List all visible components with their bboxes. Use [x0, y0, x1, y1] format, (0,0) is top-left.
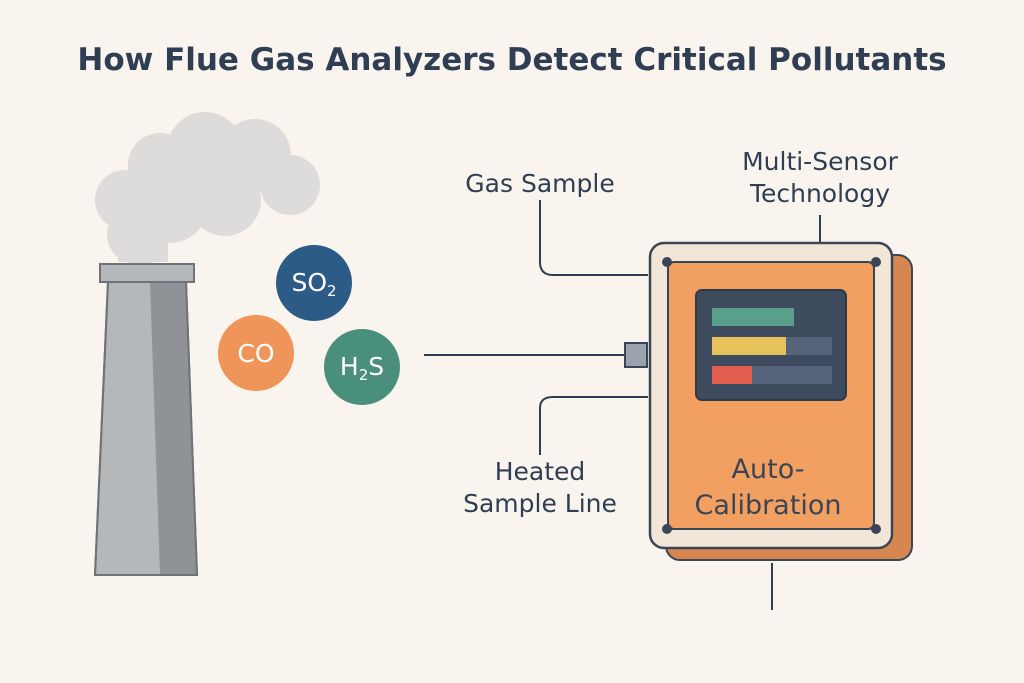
auto-line2: Calibration: [694, 490, 842, 521]
co-bubble: [218, 315, 294, 391]
screw-icon: [871, 524, 881, 534]
so2-bubble: [276, 245, 352, 321]
so2-label: SO2: [291, 268, 337, 300]
gas-sample-leader: [539, 200, 648, 276]
h2s-label: H2S: [339, 352, 385, 384]
screw-icon: [871, 257, 881, 267]
smoke-cloud-icon: [95, 112, 320, 272]
display-bar: [712, 366, 752, 384]
gas-sample-label: Gas Sample: [465, 169, 615, 198]
screw-icon: [662, 257, 672, 267]
heated-line2: Sample Line: [463, 489, 617, 518]
display-bar: [712, 337, 786, 355]
multi-sensor-line2: Technology: [749, 179, 891, 208]
callout-lines: [424, 200, 821, 610]
analyzer-device-icon: [624, 241, 913, 561]
display-bar: [712, 308, 794, 326]
screw-icon: [662, 524, 672, 534]
sample-port: [624, 342, 648, 368]
heated-line-leader: [539, 396, 648, 455]
h2s-bubble: [324, 329, 400, 405]
auto-calibration-label: Auto- Calibration: [668, 452, 868, 524]
multi-sensor-line1: Multi-Sensor: [742, 147, 898, 176]
multi-sensor-label: Multi-Sensor Technology: [715, 146, 925, 210]
display-bars: [712, 308, 832, 384]
auto-line1: Auto-: [731, 454, 805, 485]
co-label: CO: [237, 339, 275, 368]
heated-sample-line-label: Heated Sample Line: [430, 456, 650, 520]
smokestack-icon: [93, 263, 199, 576]
heated-line1: Heated: [494, 457, 586, 486]
page-title: How Flue Gas Analyzers Detect Critical P…: [77, 42, 947, 78]
